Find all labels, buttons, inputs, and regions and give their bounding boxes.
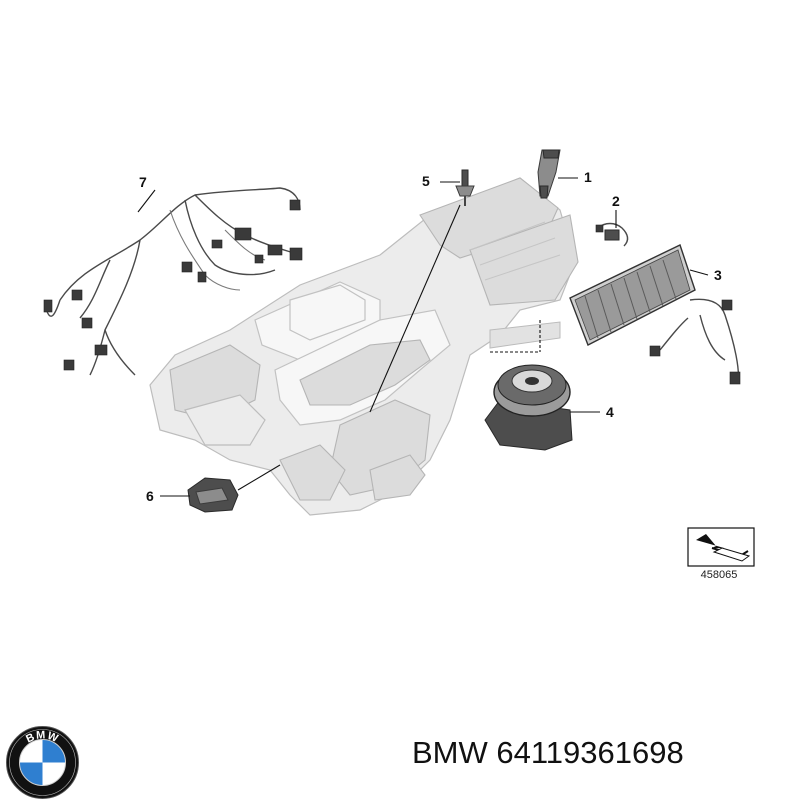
sensor-probe-part-1 xyxy=(537,149,561,199)
control-module-part-6 xyxy=(187,477,239,513)
callouts: 1 2 3 4 5 6 7 xyxy=(139,169,722,504)
wiring-harness-part-7 xyxy=(43,187,303,376)
temperature-sensor-part-5 xyxy=(455,169,475,206)
reference-code: 458065 xyxy=(700,569,738,581)
logo-letters: BMW xyxy=(24,729,60,745)
callout-7: 7 xyxy=(139,174,147,190)
callout-6: 6 xyxy=(146,488,154,504)
connector-sensor-part-2 xyxy=(595,222,629,247)
cabin-filter-part-3 xyxy=(569,244,741,385)
callout-5: 5 xyxy=(422,173,430,189)
hvac-housing xyxy=(149,177,579,516)
callout-4: 4 xyxy=(606,404,614,420)
callout-2: 2 xyxy=(612,193,620,209)
leader-lines xyxy=(137,177,709,497)
footer-part-number: BMW 64119361698 xyxy=(412,735,684,770)
callout-3: 3 xyxy=(714,267,722,283)
bmw-roundel-logo: BMW xyxy=(6,726,79,799)
filter-insert-icon xyxy=(687,527,755,567)
blower-motor-part-4 xyxy=(484,364,573,451)
callout-1: 1 xyxy=(584,169,592,185)
